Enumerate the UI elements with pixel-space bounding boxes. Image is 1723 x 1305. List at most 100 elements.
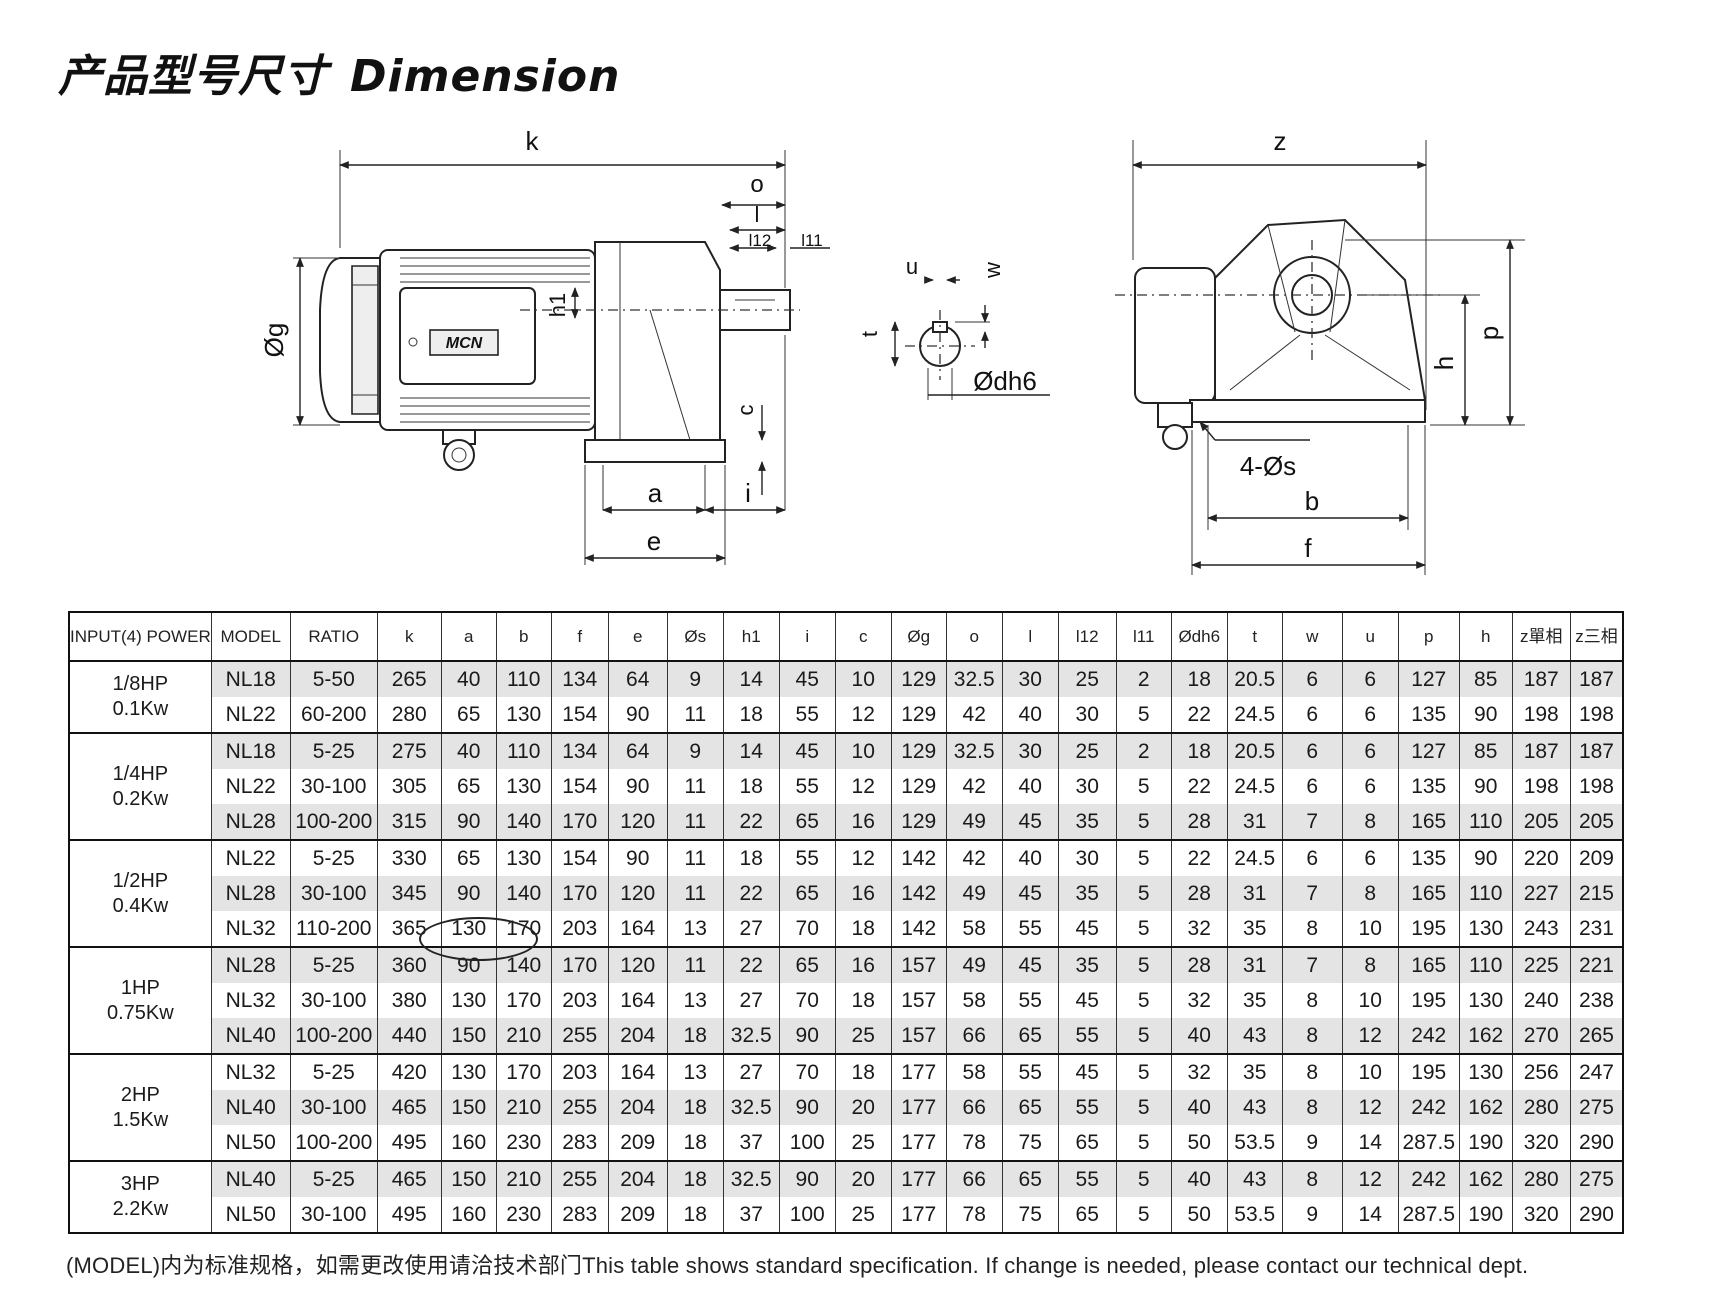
- value-cell: 190: [1458, 1197, 1513, 1233]
- value-cell: 40: [1001, 839, 1059, 876]
- value-cell: 35: [1226, 983, 1283, 1018]
- power-kw: 0.75Kw: [107, 1001, 174, 1024]
- value-cell: 440: [376, 1018, 442, 1054]
- value-cell: 30: [1001, 660, 1059, 697]
- value-cell: 32: [1170, 911, 1228, 947]
- value-cell: 18: [722, 839, 780, 876]
- value-cell: 5: [1115, 876, 1172, 911]
- ratio-cell: 100-200: [289, 804, 378, 840]
- value-cell: 11: [666, 804, 724, 840]
- value-cell: 165: [1397, 946, 1460, 983]
- logo-label: MCN: [446, 335, 483, 352]
- value-cell: 16: [834, 804, 892, 840]
- value-cell: 75: [1001, 1125, 1059, 1161]
- value-cell: 90: [1458, 769, 1513, 804]
- value-cell: 265: [376, 660, 442, 697]
- label-s: 4-Øs: [1240, 451, 1296, 481]
- model-cell: NL40: [210, 1090, 291, 1125]
- label-l11: l11: [801, 231, 822, 250]
- value-cell: 243: [1511, 911, 1571, 947]
- value-cell: 25: [834, 1197, 892, 1233]
- value-cell: 45: [1001, 804, 1059, 840]
- value-cell: 130: [495, 769, 552, 804]
- ratio-cell: 5-50: [289, 660, 378, 697]
- model-cell: NL28: [210, 876, 291, 911]
- value-cell: 198: [1511, 769, 1571, 804]
- model-cell: NL28: [210, 946, 291, 983]
- value-cell: 75: [1001, 1197, 1059, 1233]
- value-cell: 129: [890, 769, 947, 804]
- value-cell: 58: [945, 983, 1003, 1018]
- value-cell: 31: [1226, 946, 1283, 983]
- value-cell: 32.5: [945, 732, 1003, 769]
- value-cell: 65: [440, 839, 497, 876]
- ratio-cell: 100-200: [289, 1125, 378, 1161]
- column-header: p: [1397, 612, 1460, 662]
- value-cell: 120: [607, 804, 668, 840]
- value-cell: 90: [607, 839, 668, 876]
- value-cell: 142: [890, 876, 947, 911]
- value-cell: 40: [440, 660, 497, 697]
- value-cell: 160: [440, 1197, 497, 1233]
- value-cell: 465: [376, 1090, 442, 1125]
- value-cell: 18: [1170, 732, 1228, 769]
- value-cell: 30: [1057, 769, 1117, 804]
- value-cell: 225: [1511, 946, 1571, 983]
- model-cell: NL22: [210, 839, 291, 876]
- value-cell: 330: [376, 839, 442, 876]
- value-cell: 110: [1458, 876, 1513, 911]
- column-header: z三相: [1569, 612, 1624, 662]
- value-cell: 12: [834, 697, 892, 733]
- value-cell: 45: [1001, 876, 1059, 911]
- column-header: l11: [1115, 612, 1172, 662]
- value-cell: 78: [945, 1125, 1003, 1161]
- value-cell: 100: [778, 1197, 836, 1233]
- ratio-cell: 110-200: [289, 911, 378, 947]
- value-cell: 18: [666, 1018, 724, 1054]
- value-cell: 247: [1569, 1053, 1624, 1090]
- value-cell: 70: [778, 983, 836, 1018]
- value-cell: 10: [1341, 911, 1399, 947]
- value-cell: 11: [666, 839, 724, 876]
- value-cell: 20: [834, 1160, 892, 1197]
- value-cell: 195: [1397, 983, 1460, 1018]
- value-cell: 187: [1511, 660, 1571, 697]
- ratio-cell: 30-100: [289, 769, 378, 804]
- value-cell: 221: [1569, 946, 1624, 983]
- value-cell: 240: [1511, 983, 1571, 1018]
- column-header: Ødh6: [1170, 612, 1228, 662]
- value-cell: 55: [1001, 983, 1059, 1018]
- value-cell: 27: [722, 1053, 780, 1090]
- value-cell: 10: [834, 732, 892, 769]
- value-cell: 205: [1569, 804, 1624, 840]
- value-cell: 495: [376, 1125, 442, 1161]
- power-kw: 0.2Kw: [112, 787, 169, 810]
- value-cell: 6: [1341, 697, 1399, 733]
- value-cell: 154: [550, 697, 609, 733]
- value-cell: 270: [1511, 1018, 1571, 1054]
- value-cell: 11: [666, 769, 724, 804]
- value-cell: 6: [1281, 732, 1343, 769]
- label-l12: l12: [749, 231, 772, 250]
- value-cell: 78: [945, 1197, 1003, 1233]
- value-cell: 45: [1057, 1053, 1117, 1090]
- value-cell: 275: [1569, 1090, 1624, 1125]
- value-cell: 177: [890, 1160, 947, 1197]
- value-cell: 187: [1511, 732, 1571, 769]
- value-cell: 55: [778, 839, 836, 876]
- value-cell: 110: [1458, 946, 1513, 983]
- value-cell: 242: [1397, 1090, 1460, 1125]
- value-cell: 177: [890, 1125, 947, 1161]
- value-cell: 8: [1281, 983, 1343, 1018]
- value-cell: 287.5: [1397, 1125, 1460, 1161]
- value-cell: 230: [495, 1197, 552, 1233]
- power-hp: 1HP: [120, 976, 160, 999]
- value-cell: 190: [1458, 1125, 1513, 1161]
